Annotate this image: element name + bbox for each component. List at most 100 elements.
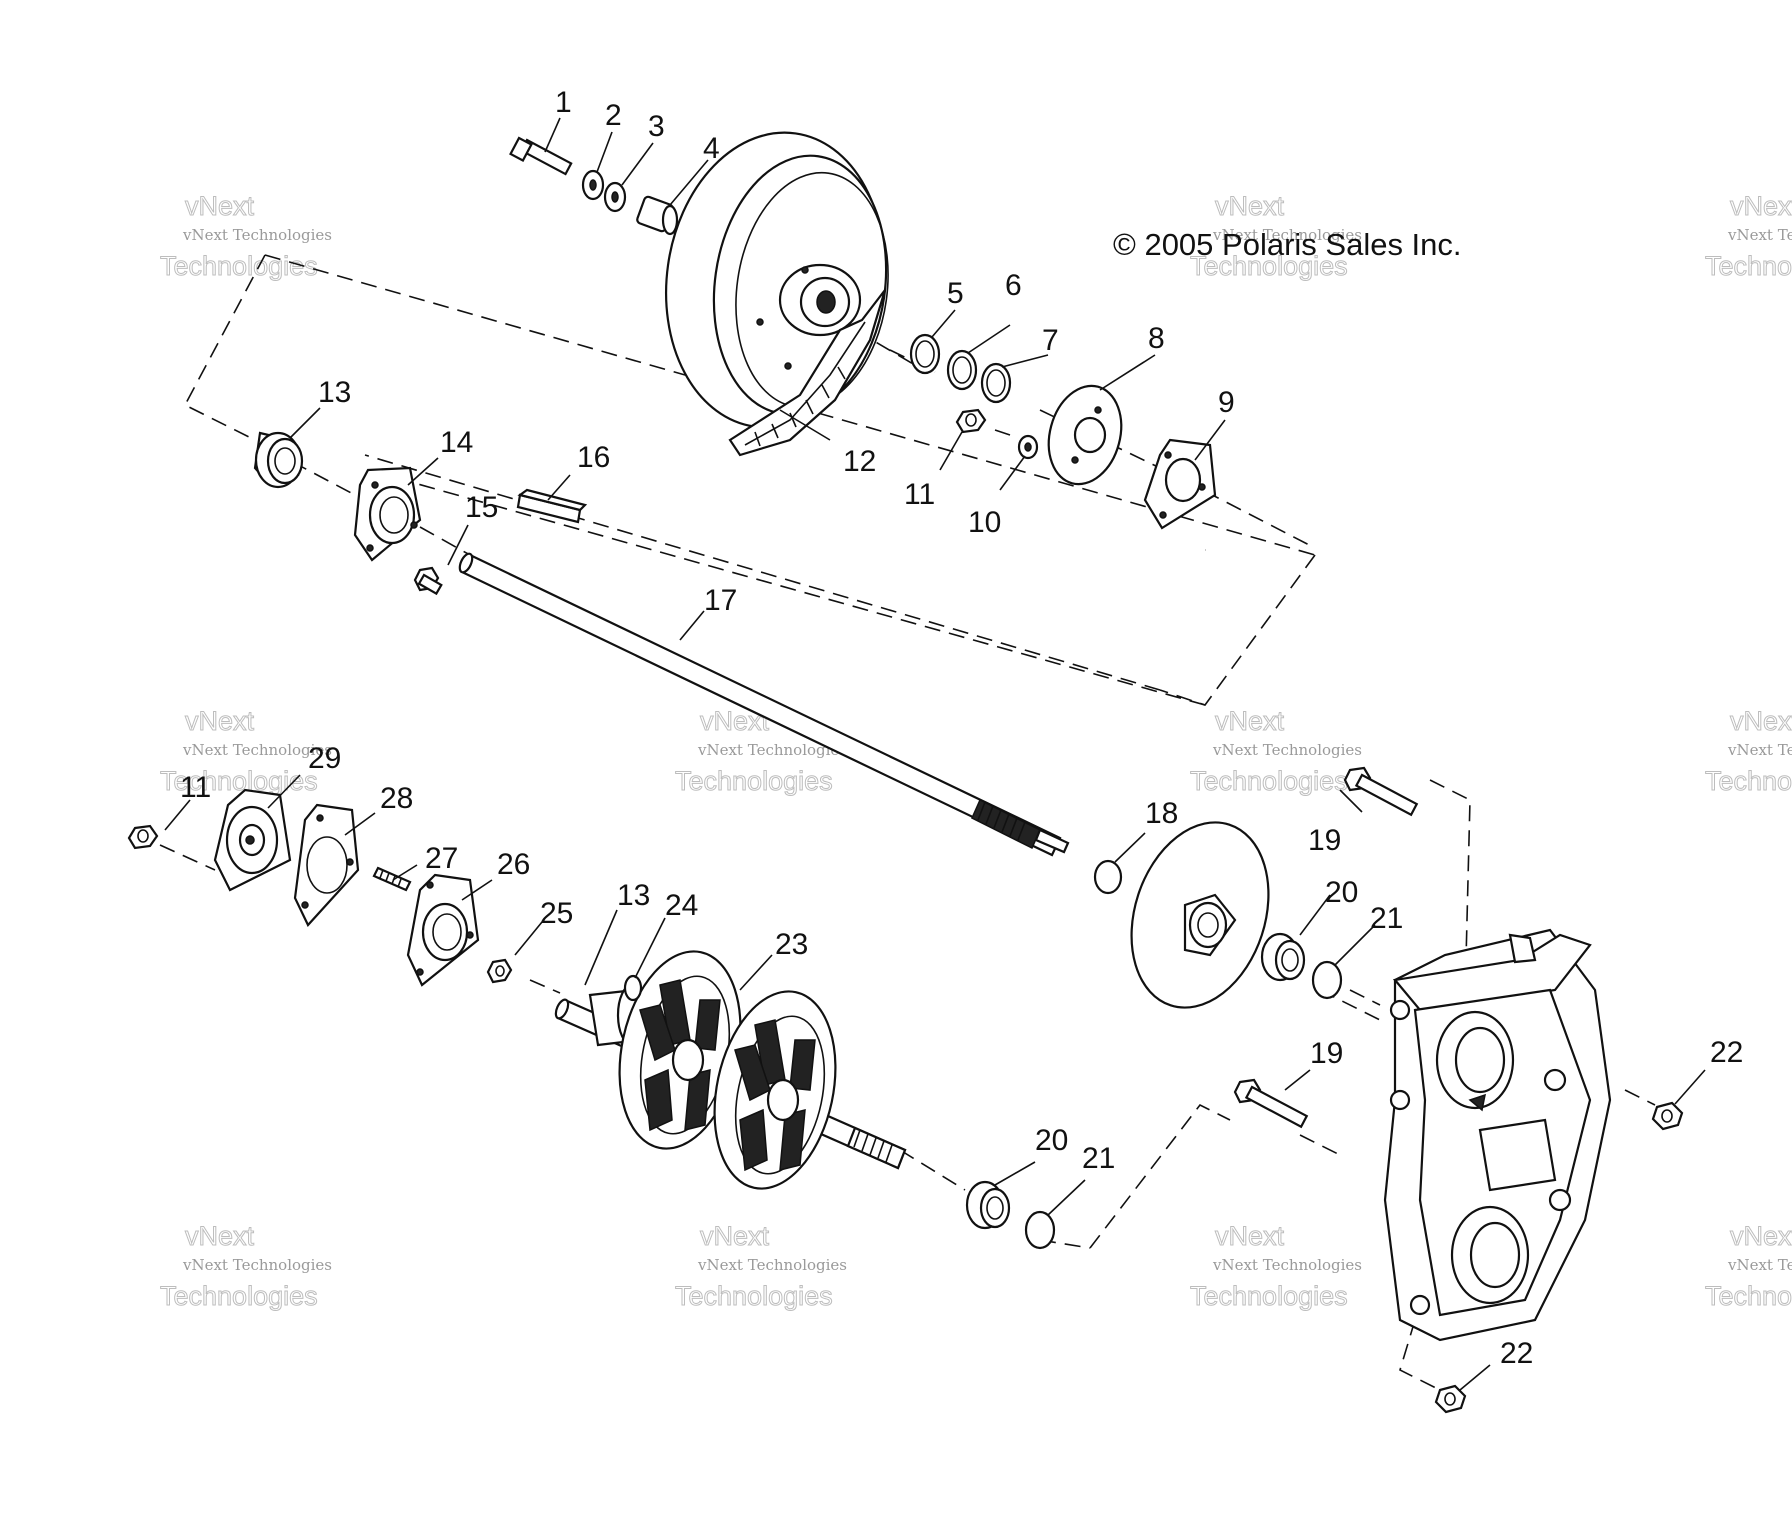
callout-18: 18 (1145, 797, 1178, 830)
callout-11-lower: 11 (180, 771, 211, 804)
callout-21: 21 (1370, 902, 1403, 935)
bolt-part-15 (413, 566, 443, 596)
watermark-top: vNext (185, 706, 255, 736)
callout-14: 14 (440, 426, 473, 459)
bolt-part-19-lower (1233, 1078, 1309, 1129)
key-part-16 (516, 488, 588, 524)
bolt-part-25 (486, 958, 513, 984)
callout-20-lower: 20 (1035, 1124, 1068, 1157)
retainer-plate-part-8 (1047, 384, 1123, 486)
sprocket-pulley-part-12 (664, 131, 889, 457)
callout-16: 16 (577, 441, 610, 474)
callout-6: 6 (1005, 269, 1022, 302)
seal-part-20 (1260, 932, 1306, 982)
watermark-large: Technologies (1705, 251, 1792, 281)
callout-10: 10 (968, 506, 1001, 539)
watermark-large: Technologies (675, 766, 833, 796)
watermark-text: vNext Technologies (182, 741, 332, 759)
callout-29: 29 (308, 742, 341, 775)
bearing-plate-part-26 (406, 873, 480, 987)
callout-22: 22 (1710, 1036, 1743, 1069)
watermark-top: vNext (1215, 706, 1285, 736)
nut-part-22 (1651, 1101, 1684, 1131)
watermark-large: Technologies (1190, 766, 1348, 796)
callout-22-lower: 22 (1500, 1337, 1533, 1370)
watermark-text: vNext Technologies (1212, 226, 1362, 244)
callout-26: 26 (497, 848, 530, 881)
watermark-text: vNext Technologies (1727, 741, 1792, 759)
callout-17: 17 (704, 584, 737, 617)
callout-3: 3 (648, 110, 665, 143)
spring-pin-part-27 (372, 866, 412, 892)
callout-19: 19 (1308, 824, 1341, 857)
callout-labels: 1 2 3 4 5 6 7 8 9 10 11 12 13 14 15 16 1… (180, 86, 1743, 1370)
watermark-text: vNext Technologies (697, 741, 847, 759)
callout-19-lower: 19 (1310, 1037, 1343, 1070)
callout-25: 25 (540, 897, 573, 930)
brake-disc-part-18 (1130, 821, 1270, 1009)
gasket-plate-part-28 (293, 803, 360, 927)
callout-11: 11 (904, 478, 935, 511)
nut-part-11-lower (127, 824, 159, 850)
callout-9: 9 (1218, 386, 1235, 419)
callout-4: 4 (703, 132, 720, 165)
watermark-text: vNext Technologies (1212, 741, 1362, 759)
callout-15: 15 (465, 491, 498, 524)
plug-part-21-lower (1024, 1210, 1056, 1250)
drive-sprocket-shaft-part-23 (554, 950, 907, 1190)
watermark-large: Technologies (160, 1281, 318, 1311)
callout-7: 7 (1042, 324, 1059, 357)
flange-plate-part-14 (353, 466, 422, 562)
plug-part-21 (1311, 960, 1343, 1000)
callout-13: 13 (318, 376, 351, 409)
watermark-large: Technologies (160, 766, 318, 796)
callout-23: 23 (775, 928, 808, 961)
watermark-text: vNext Technologies (182, 1256, 332, 1274)
watermark-text: vNext Technologies (1212, 1256, 1362, 1274)
nut-part-22-lower (1434, 1384, 1467, 1414)
watermark-large: Technologies (1705, 766, 1792, 796)
callout-13-lower: 13 (617, 879, 650, 912)
bolt-part-1 (509, 136, 573, 176)
watermark-top: vNext (1730, 1221, 1792, 1251)
watermark-top: vNext (1730, 706, 1792, 736)
watermark-top: vNext (185, 191, 255, 221)
callout-21-lower: 21 (1082, 1142, 1115, 1175)
watermark-text: vNext Technologies (1727, 226, 1792, 244)
callout-8: 8 (1148, 322, 1165, 355)
lower-parts (127, 766, 1684, 1414)
watermark-text: vNext Technologies (182, 226, 332, 244)
callout-5: 5 (947, 277, 964, 310)
callout-24: 24 (665, 889, 698, 922)
callout-28: 28 (380, 782, 413, 815)
callout-12: 12 (843, 445, 876, 478)
copyright-notice: © 2005 Polaris Sales Inc. (1113, 227, 1462, 262)
callout-1: 1 (555, 86, 572, 119)
callout-20: 20 (1325, 876, 1358, 909)
watermark-text: vNext Technologies (1727, 1256, 1792, 1274)
callout-27: 27 (425, 842, 458, 875)
watermark-top: vNext (700, 1221, 770, 1251)
leader-lines (164, 117, 1706, 1391)
watermark-large: Technologies (160, 251, 318, 281)
bearing-part-24 (623, 974, 643, 1002)
watermark-large: Technologies (1190, 251, 1348, 281)
bearing-part-13 (253, 431, 304, 489)
seal-part-20-lower (965, 1180, 1011, 1230)
watermark-large: Technologies (1705, 1281, 1792, 1311)
bearing-cap-part-29 (213, 788, 292, 892)
watermark-large: Technologies (1190, 1281, 1348, 1311)
spacer-part-4 (636, 195, 679, 236)
watermark-top: vNext (185, 1221, 255, 1251)
nut-part-11 (955, 408, 987, 434)
watermark-top: vNext (1215, 191, 1285, 221)
watermark-top: vNext (1730, 191, 1792, 221)
upper-parts (253, 131, 1217, 857)
watermark-top: vNext (1215, 1221, 1285, 1251)
clip-part-18 (1093, 859, 1123, 895)
bolt-part-19 (1343, 766, 1419, 817)
watermark-large: Technologies (675, 1281, 833, 1311)
watermark-text: vNext Technologies (697, 1256, 847, 1274)
callout-2: 2 (605, 99, 622, 132)
